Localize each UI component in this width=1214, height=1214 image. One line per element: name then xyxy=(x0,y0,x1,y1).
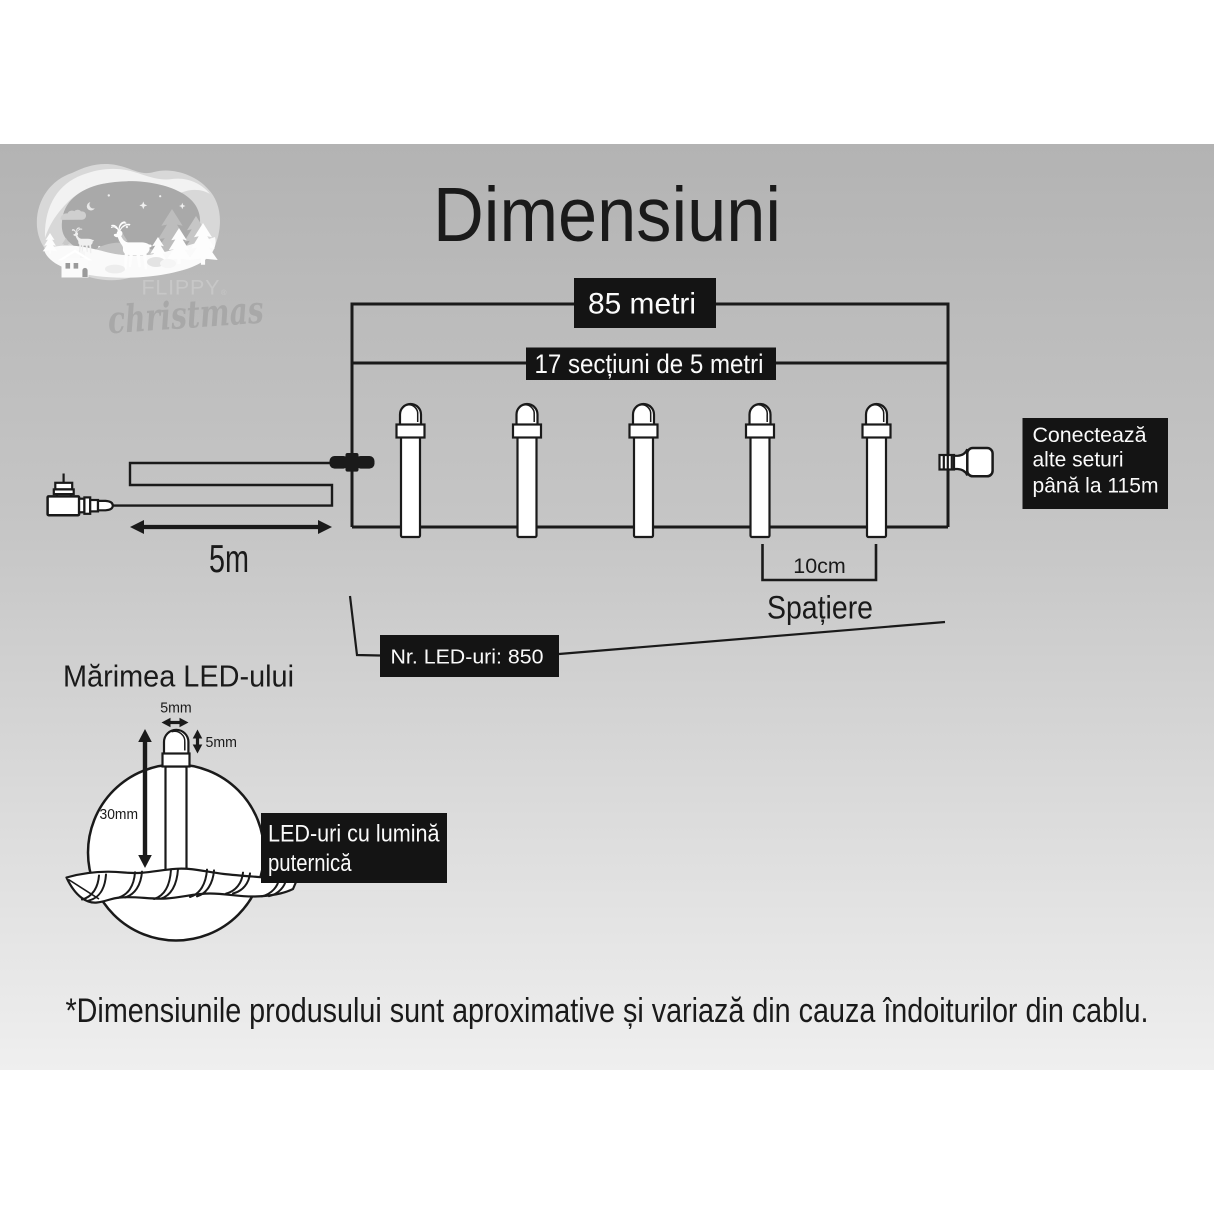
led-size-heading: Mărimea LED-ului xyxy=(63,659,294,694)
led-count-label: Nr. LED-uri: 850 xyxy=(391,647,544,669)
moon-icon xyxy=(86,200,98,211)
twisted-wire-icon xyxy=(65,867,298,904)
connector-note-line1: Conectează xyxy=(1033,423,1147,447)
total-length-panel xyxy=(574,278,716,328)
spacing-bracket xyxy=(761,544,878,582)
brand-script: christmas xyxy=(106,287,265,343)
string-diagram xyxy=(46,302,994,657)
led-lamp-icon xyxy=(744,402,776,539)
led-lamp-icon xyxy=(395,402,426,539)
lead-length-arrow xyxy=(130,520,332,534)
twist-connector-icon xyxy=(329,453,375,472)
bulb-height-label: 5mm xyxy=(206,735,238,751)
led-count-leader-right xyxy=(558,620,946,656)
footnote: *Dimensiunile produsului sunt aproximati… xyxy=(66,992,1149,1030)
bulb-width-label: 5mm xyxy=(160,701,192,717)
page-title: Dimensiuni xyxy=(433,172,781,258)
enlarged-led-icon xyxy=(161,728,191,873)
led-lamp-icon xyxy=(628,402,659,539)
winter-scene-icon xyxy=(36,163,220,281)
connector-note-panel xyxy=(1022,418,1168,509)
spacing-word-label: Spațiere xyxy=(767,590,873,626)
led-note-panel xyxy=(261,813,447,883)
end-connector-icon xyxy=(938,446,994,478)
top-white-band xyxy=(0,0,1214,144)
lead-wire xyxy=(112,461,334,507)
led-length-arrow xyxy=(138,729,152,868)
spacing-value-label: 10cm xyxy=(793,555,846,578)
led-count-panel xyxy=(380,635,559,677)
snow-bushes-icon xyxy=(105,257,176,274)
connector-note-line3: până la 115m xyxy=(1033,474,1159,498)
led-count-leader-left xyxy=(348,595,381,657)
led-length-label: 30mm xyxy=(100,807,139,823)
led-lamp-icon xyxy=(511,402,543,539)
led-note-line2: puternică xyxy=(268,850,352,877)
house-icon xyxy=(57,249,93,278)
lead-length-label: 5m xyxy=(209,538,249,581)
bottom-white-band xyxy=(0,1070,1214,1214)
label-panels: 85 metri 17 secțiuni de 5 metri Conectea… xyxy=(380,278,1168,677)
bulb-width-arrow xyxy=(161,717,189,728)
led-size-figure: 5mm 5mm 30mm LED-uri cu lumină puternică xyxy=(65,701,447,942)
sections-panel xyxy=(526,347,776,380)
brand-logo: FLIPPY ® christmas xyxy=(36,163,265,343)
brand-name: FLIPPY xyxy=(142,276,220,300)
connector-note-line2: alte seturi xyxy=(1033,448,1124,472)
led-lamp-icon xyxy=(861,402,892,539)
power-plug-icon xyxy=(46,473,114,517)
registered-mark: ® xyxy=(221,288,227,297)
bulb-height-arrow xyxy=(192,729,203,754)
led-note-line1: LED-uri cu lumină xyxy=(268,821,440,848)
cloud-icon xyxy=(60,209,87,220)
total-length-label: 85 metri xyxy=(588,288,696,321)
sections-label: 17 secțiuni de 5 metri xyxy=(535,349,764,379)
